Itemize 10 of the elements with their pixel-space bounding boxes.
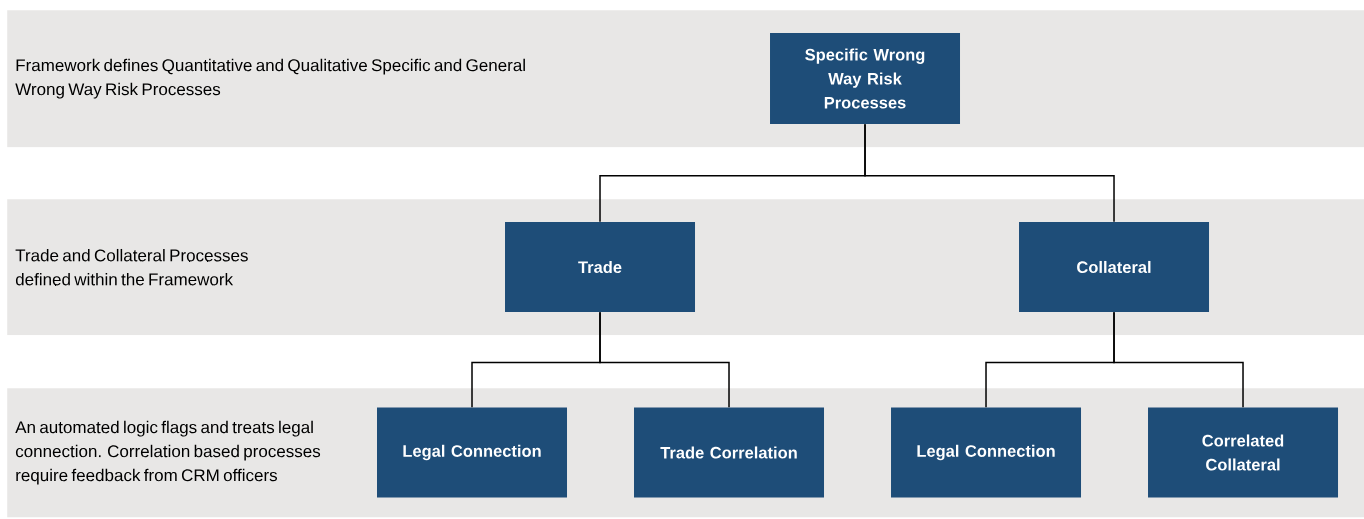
connector <box>864 123 1115 223</box>
process-box: Trade <box>505 222 695 312</box>
process-box: Legal Connection <box>377 407 567 498</box>
process-box: Legal Connection <box>891 407 1081 498</box>
connector <box>1113 311 1244 409</box>
process-box: Correlated Collateral <box>1148 407 1338 498</box>
connector <box>599 311 730 409</box>
process-box: Trade Correlation <box>634 407 824 498</box>
process-box: Collateral <box>1019 222 1209 312</box>
process-box: Specific Wrong Way Risk Processes <box>770 33 960 124</box>
